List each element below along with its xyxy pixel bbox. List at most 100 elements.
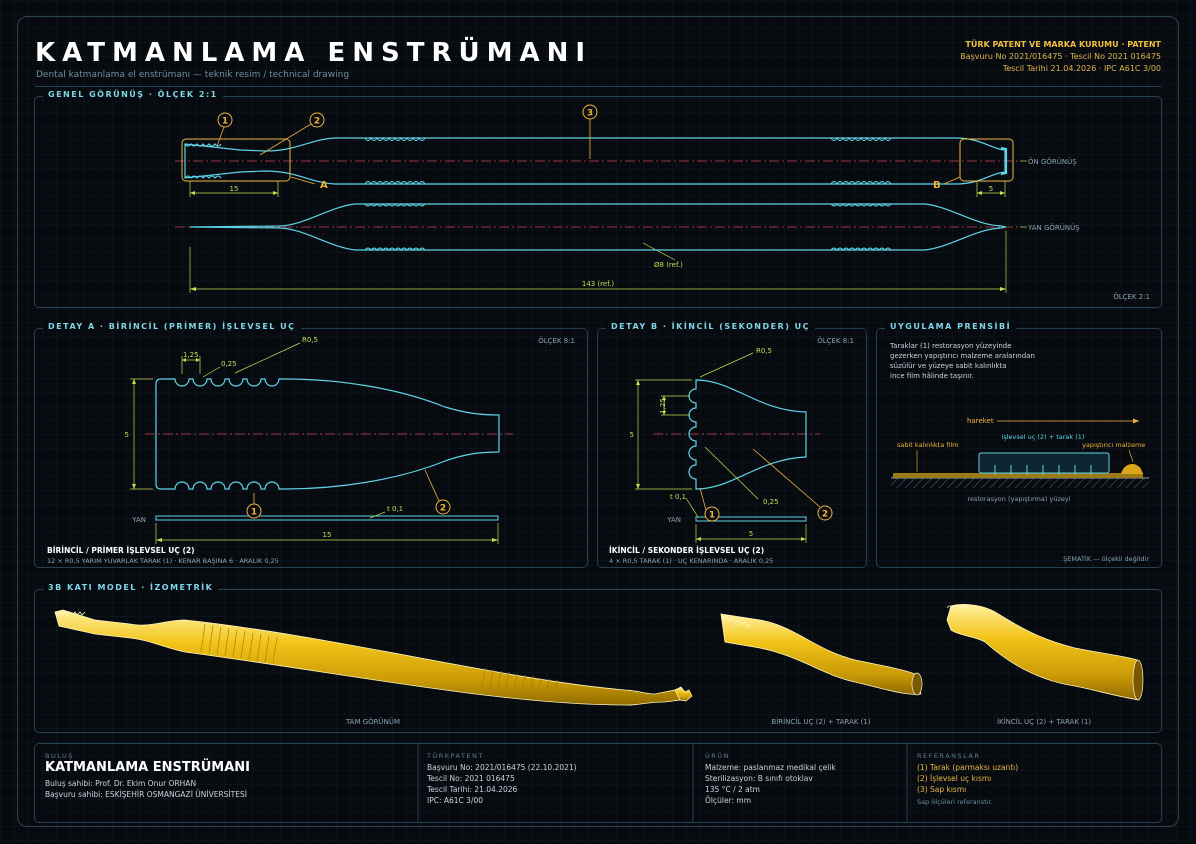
primary-caption: BİRİNCİL UÇ (2) + TARAK (1) bbox=[771, 717, 870, 726]
detail-a-leader bbox=[290, 176, 316, 185]
dimension-lines bbox=[189, 160, 1027, 293]
detail-b-title: DETAY B · İKİNCİL (SEKONDER) UÇ bbox=[606, 322, 816, 331]
adhesive-bead bbox=[1121, 463, 1143, 474]
motion-arrow-head bbox=[1133, 418, 1139, 424]
secondary-comb-3d bbox=[946, 605, 972, 609]
full-view-caption: TAM GÖRÜNÜM bbox=[345, 717, 400, 726]
detail-a-side-label: YAN bbox=[131, 516, 146, 524]
side-view-label: YAN GÖRÜNÜŞ bbox=[1027, 223, 1080, 232]
detail-a-dims bbox=[130, 342, 499, 544]
detail-b-height: 5 bbox=[630, 431, 634, 439]
reference-2: (2) İşlevsel uç kısmı bbox=[917, 774, 992, 783]
primary-tip-end-cap bbox=[911, 672, 923, 696]
product-line-2: Sterilizasyon: B sınıfı otoklav bbox=[705, 774, 813, 783]
general-view-title: GENEL GÖRÜNÜŞ · ÖLÇEK 2:1 bbox=[43, 90, 223, 99]
front-view-label: ÖN GÖRÜNÜŞ bbox=[1028, 157, 1077, 166]
primary-tip-side bbox=[155, 515, 499, 521]
title-block-dividers bbox=[417, 744, 908, 822]
reference-note: Sap ölçüleri referanstır. bbox=[917, 798, 993, 806]
dim-a-value: 15 bbox=[230, 185, 239, 193]
detail-a-pitch: 1,25 bbox=[183, 351, 199, 359]
detail-b-marker: B bbox=[933, 180, 941, 191]
turkpatent-line-2: Tescil No: 2021 016475 bbox=[427, 774, 515, 783]
detail-b-caption: İKİNCİL / SEKONDER İŞLEVSEL UÇ (2) bbox=[609, 546, 764, 555]
film-label: sabit kalınlıkta film bbox=[897, 441, 959, 449]
turkpatent-block: TÜRKPATENT Başvuru No: 2021/016475 (22.1… bbox=[427, 751, 577, 806]
detail-a-title: DETAY A · BİRİNCİL (PRİMER) İŞLEVSEL UÇ bbox=[43, 322, 301, 331]
general-scale: ÖLÇEK 2:1 bbox=[1113, 292, 1150, 301]
detail-b-callout-1-leader bbox=[699, 487, 707, 511]
principle-schematic: hareket işlevsel uç (2) + tarak (1) sabi… bbox=[891, 417, 1149, 563]
page-subtitle: Dental katmanlama el enstrümanı — teknik… bbox=[36, 70, 350, 80]
detail-b-leader bbox=[943, 176, 961, 185]
principle-line-1: Taraklar (1) restorasyon yüzeyinde bbox=[890, 342, 1012, 350]
product-line-3: 135 °C / 2 atm bbox=[705, 785, 760, 794]
detail-a-callout-2: 2 bbox=[440, 504, 446, 514]
patent-line-2: Tescil Tarihi 21.04.2026 · IPC A61C 3/00 bbox=[1002, 64, 1161, 73]
detail-b-caption-sub: 4 × R0,5 TARAK (1) · UÇ KENARINDA · ARAL… bbox=[609, 557, 773, 565]
detail-a-height: 5 bbox=[125, 431, 129, 439]
detail-a-callout-2-circle bbox=[435, 499, 451, 515]
surface-label: restorasyon (yapıştırma) yüzeyi bbox=[967, 495, 1070, 503]
detail-a-gap: 0,25 bbox=[221, 360, 237, 368]
front-comb-teeth bbox=[184, 143, 222, 179]
model-panel: 3B KATI MODEL · İZOMETRİK TAM GÖR bbox=[34, 583, 1162, 733]
detail-b-box bbox=[959, 138, 1014, 182]
secondary-tip-edge bbox=[1000, 146, 1008, 176]
callout-2-number: 2 bbox=[314, 117, 320, 127]
restoration-surface bbox=[891, 478, 1149, 488]
invention-applicant: Başvuru sahibi: ESKİŞEHİR OSMANGAZİ ÜNİV… bbox=[45, 790, 247, 799]
detail-a-callout-1: 1 bbox=[251, 508, 257, 518]
general-view-panel: GENEL GÖRÜNÜŞ · ÖLÇEK 2:1 A B 1 2 3 bbox=[34, 90, 1162, 308]
full-instrument-body bbox=[54, 609, 681, 706]
full-secondary-tip bbox=[674, 686, 693, 702]
detail-a-scale: ÖLÇEK 8:1 bbox=[538, 336, 575, 345]
model-title: 3B KATI MODEL · İZOMETRİK bbox=[43, 583, 219, 592]
primary-tip-3d bbox=[720, 613, 922, 695]
references-block: REFERANSLAR (1) Tarak (parmaksı uzantı) … bbox=[917, 751, 1018, 808]
product-line-4: Ölçüler: mm bbox=[705, 796, 752, 805]
adhesive-leader bbox=[1128, 449, 1134, 463]
length-value: 143 (ref.) bbox=[582, 280, 615, 288]
detail-b-pitch: 1,25 bbox=[659, 398, 667, 414]
detail-b-callout-1-circle bbox=[704, 506, 720, 522]
turkpatent-line-1: Başvuru No: 2021/016475 (22.10.2021) bbox=[427, 763, 577, 772]
functional-tip-box bbox=[978, 452, 1110, 474]
detail-b-panel: DETAY B · İKİNCİL (SEKONDER) UÇ 5 1,25 R… bbox=[597, 322, 867, 568]
drawing-frame bbox=[17, 16, 1179, 827]
title-block: BULUŞ KATMANLAMA ENSTRÜMANI Buluş sahibi… bbox=[34, 743, 1162, 823]
invention-title: KATMANLAMA ENSTRÜMANI bbox=[45, 760, 251, 775]
detail-a-caption-sub: 12 × R0,5 YARIM YUVARLAK TARAK (1) · KEN… bbox=[47, 557, 279, 565]
turkpatent-line-4: IPC: A61C 3/00 bbox=[427, 796, 484, 805]
detail-b-drawing: 5 1,25 R0,5 0,25 t 0,1 5 YAN 1 2 ÖLÇEK 8… bbox=[609, 336, 854, 565]
callout-2-leader bbox=[259, 123, 312, 156]
turkpatent-line-3: Tescil Tarihi: 21.04.2026 bbox=[427, 785, 518, 794]
detail-b-radius: R0,5 bbox=[756, 347, 772, 355]
detail-a-box bbox=[181, 138, 291, 182]
secondary-caption: İKİNCİL UÇ (2) + TARAK (1) bbox=[997, 717, 1091, 726]
invention-block: BULUŞ KATMANLAMA ENSTRÜMANI Buluş sahibi… bbox=[45, 751, 250, 800]
secondary-tip-outline bbox=[688, 379, 807, 490]
side-grip-grooves bbox=[364, 203, 892, 251]
product-block: ÜRÜN Malzeme: paslanmaz medikal çelik St… bbox=[705, 751, 836, 806]
detail-b-gap: 0,25 bbox=[763, 498, 779, 506]
diameter-value: Ø8 (ref.) bbox=[654, 261, 683, 269]
header-divider bbox=[35, 86, 1161, 87]
patent-line-1: Başvuru No 2021/016475 · Tescil No 2021 … bbox=[960, 52, 1161, 61]
callout-1-leader bbox=[216, 126, 225, 147]
product-label: ÜRÜN bbox=[705, 752, 730, 760]
motion-label: hareket bbox=[967, 417, 994, 425]
reference-1: (1) Tarak (parmaksı uzantı) bbox=[917, 763, 1019, 772]
page-title: KATMANLAMA ENSTRÜMANI bbox=[35, 38, 593, 68]
detail-b-callout-1: 1 bbox=[709, 511, 715, 521]
detail-a-callout-1-circle bbox=[246, 503, 262, 519]
principle-title: UYGULAMA PRENSİBİ bbox=[885, 322, 1017, 331]
principle-line-2: gezerken yapıştırıcı malzeme aralarından bbox=[890, 352, 1035, 360]
callout-1-circle bbox=[217, 112, 233, 128]
detail-b-side-label: YAN bbox=[666, 516, 681, 524]
principle-panel: UYGULAMA PRENSİBİ Taraklar (1) restorasy… bbox=[876, 322, 1162, 568]
principle-line-3: süzülür ve yüzeye sabit kalınlıkta bbox=[890, 362, 1007, 370]
patent-office: TÜRK PATENT VE MARKA KURUMU · PATENT bbox=[965, 40, 1161, 49]
invention-owner: Buluş sahibi: Prof. Dr. Ekim Onur ORHAN bbox=[45, 779, 197, 788]
detail-b-callout-2-circle bbox=[817, 505, 833, 521]
